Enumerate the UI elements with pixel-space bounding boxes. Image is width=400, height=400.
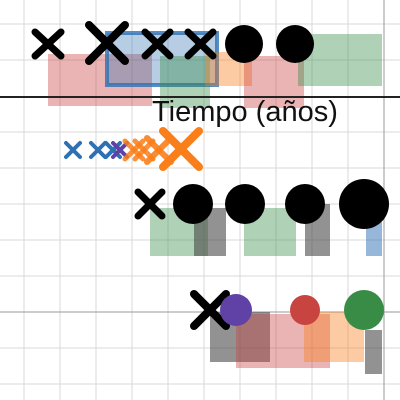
x-mark-orange: [159, 127, 203, 171]
red-circle[interactable]: [290, 295, 320, 325]
filled-circle[interactable]: [225, 184, 265, 224]
x-mark: [190, 290, 230, 330]
markers-row-1[interactable]: [31, 21, 217, 65]
filled-circle[interactable]: [276, 25, 314, 63]
gray-rect: [365, 330, 382, 374]
markers-row-4[interactable]: [190, 290, 230, 330]
red-rect: [236, 314, 330, 368]
purple-circle[interactable]: [220, 294, 252, 326]
markers-row-3[interactable]: [134, 188, 166, 220]
green-circle[interactable]: [344, 290, 384, 330]
x-mark: [134, 188, 166, 220]
filled-circle[interactable]: [285, 184, 325, 224]
filled-circle[interactable]: [339, 179, 389, 229]
x-mark: [31, 28, 65, 60]
green-rect: [160, 56, 210, 108]
markers-row-2[interactable]: [64, 127, 203, 171]
x-mark-blue: [64, 141, 82, 159]
red-rect: [244, 56, 304, 108]
x-mark: [141, 28, 174, 60]
x-mark-blue: [89, 141, 107, 159]
x-mark-purple: [111, 141, 129, 159]
x-axis-label: Tiempo (años): [152, 96, 338, 128]
filled-circle[interactable]: [173, 184, 213, 224]
x-mark: [85, 21, 129, 65]
x-mark: [184, 28, 217, 60]
blue-rect: [366, 222, 382, 256]
filled-circle[interactable]: [225, 25, 263, 63]
